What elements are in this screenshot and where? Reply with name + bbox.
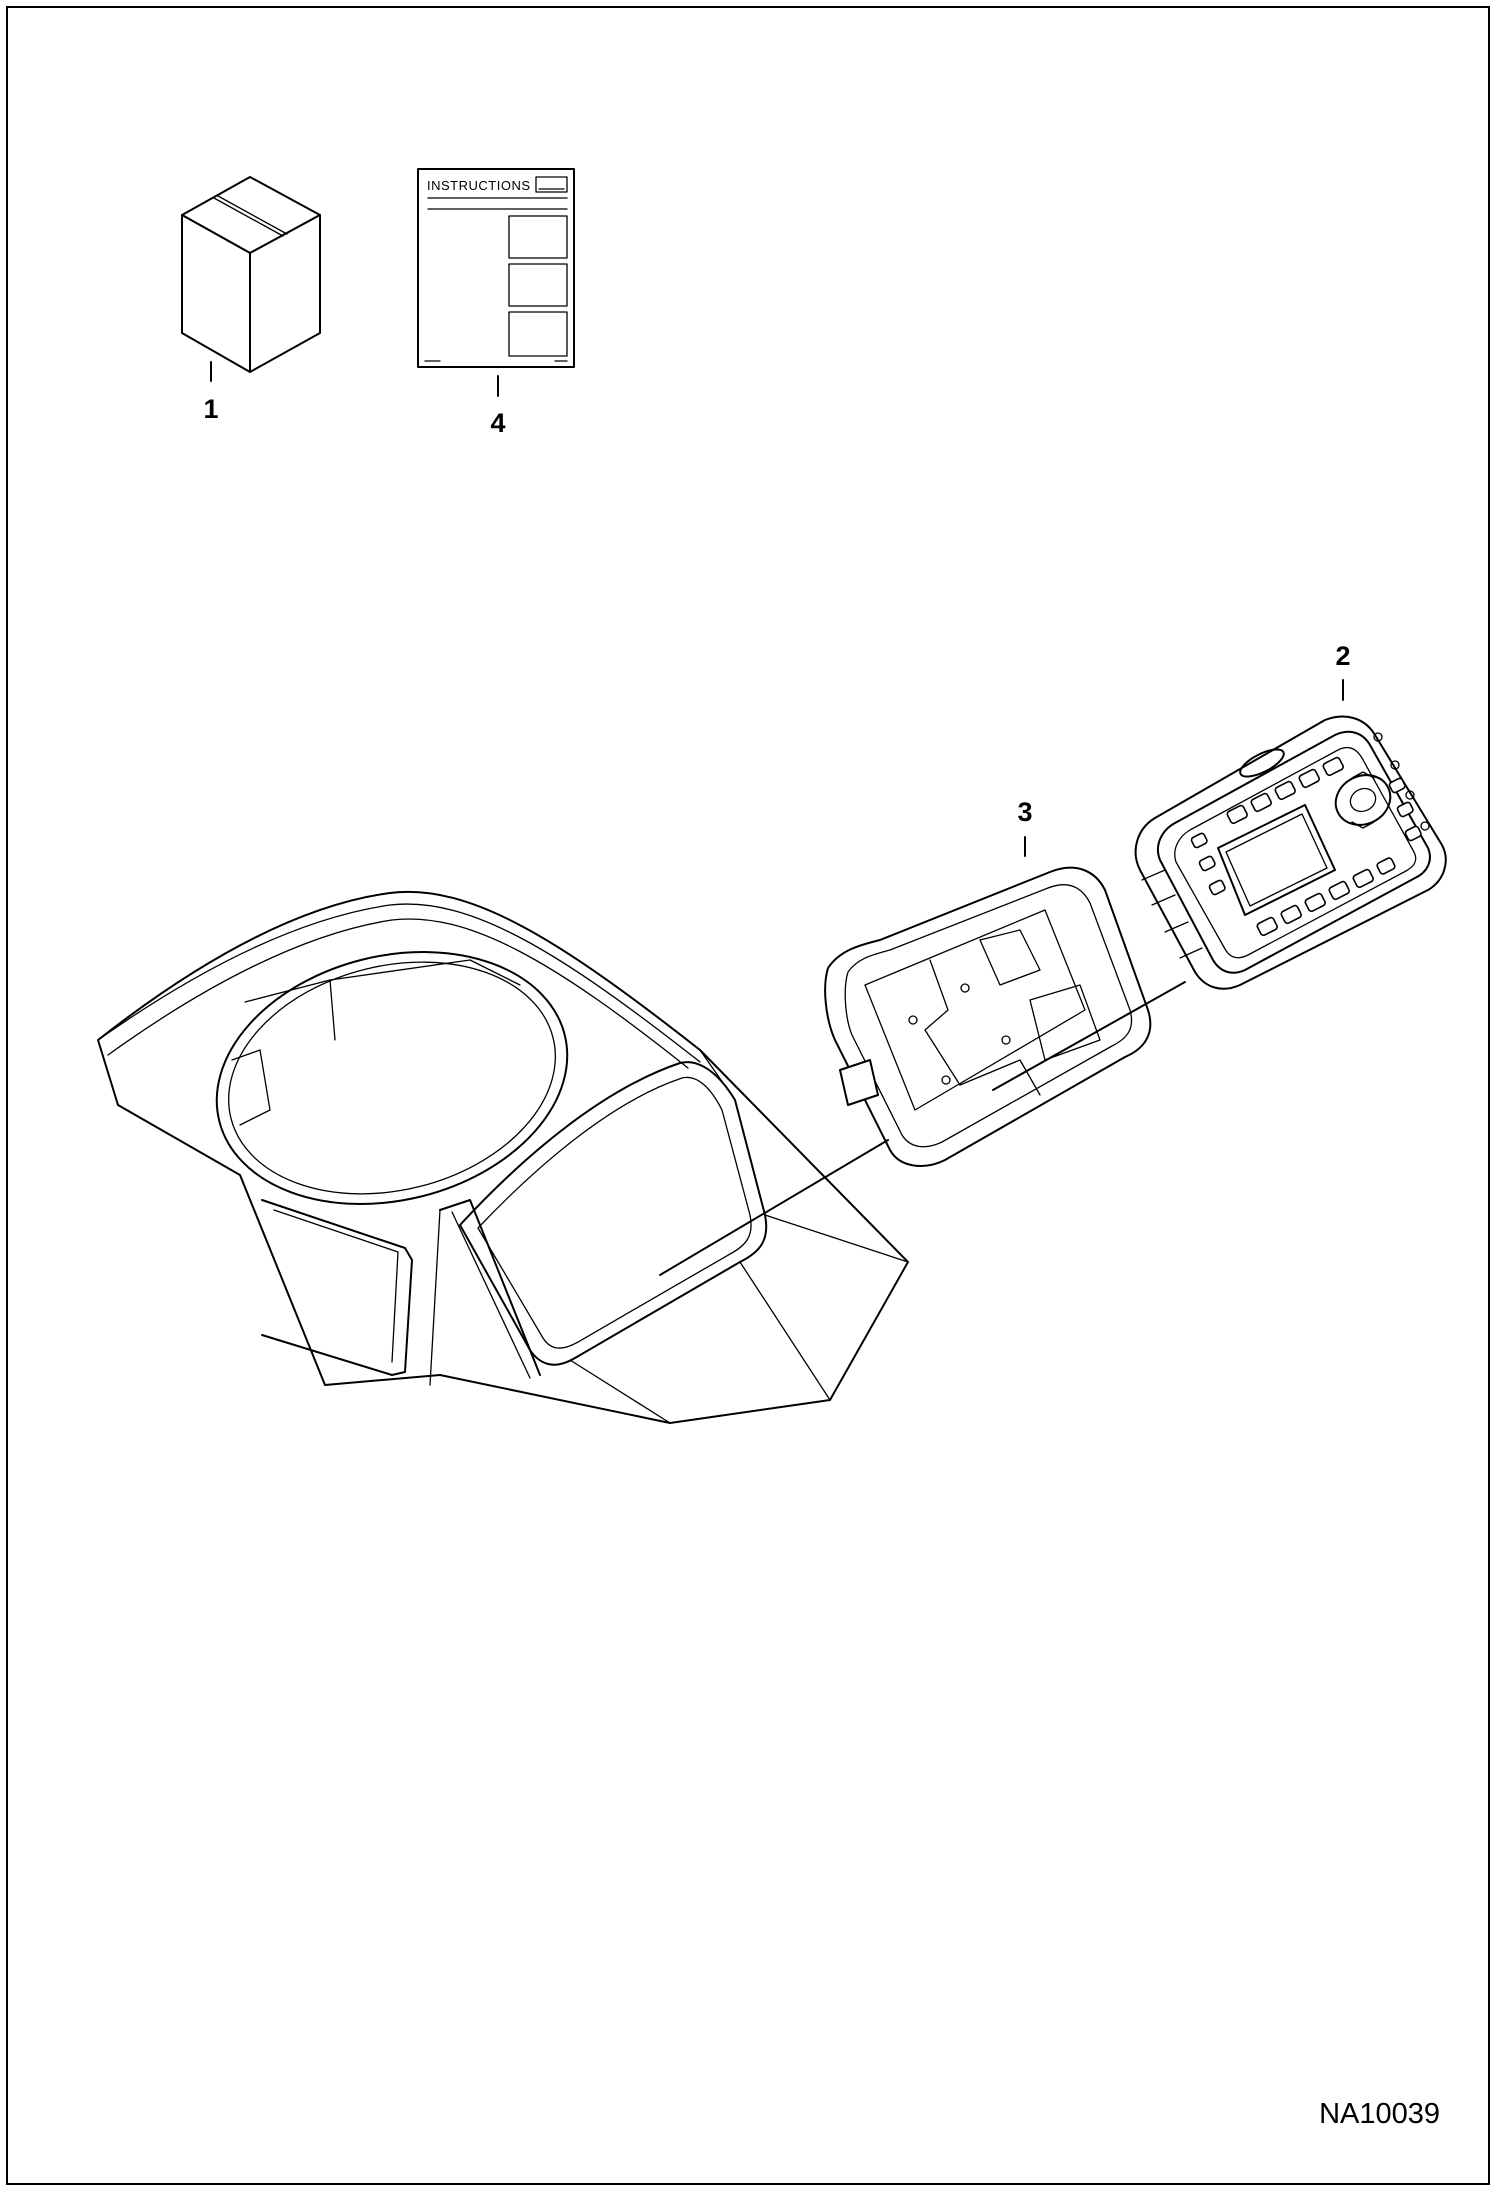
callout-1: 1 <box>203 394 218 424</box>
assembly-line-radio-to-bracket <box>992 981 1186 1091</box>
radio-unit-illustration <box>1134 715 1447 990</box>
mounting-bracket-illustration <box>824 866 1152 1167</box>
callout-2: 2 <box>1335 641 1350 671</box>
hardware-box-illustration <box>181 176 321 373</box>
callout-4: 4 <box>490 408 505 438</box>
document-code: NA10039 <box>1319 2098 1440 2130</box>
callout-3: 3 <box>1017 797 1032 827</box>
console-panel-illustration <box>97 890 909 1424</box>
instructions-sheet-illustration: INSTRUCTIONS <box>417 168 575 368</box>
assembly-line-bracket-to-console <box>659 1139 889 1276</box>
instructions-header: INSTRUCTIONS <box>427 178 531 193</box>
